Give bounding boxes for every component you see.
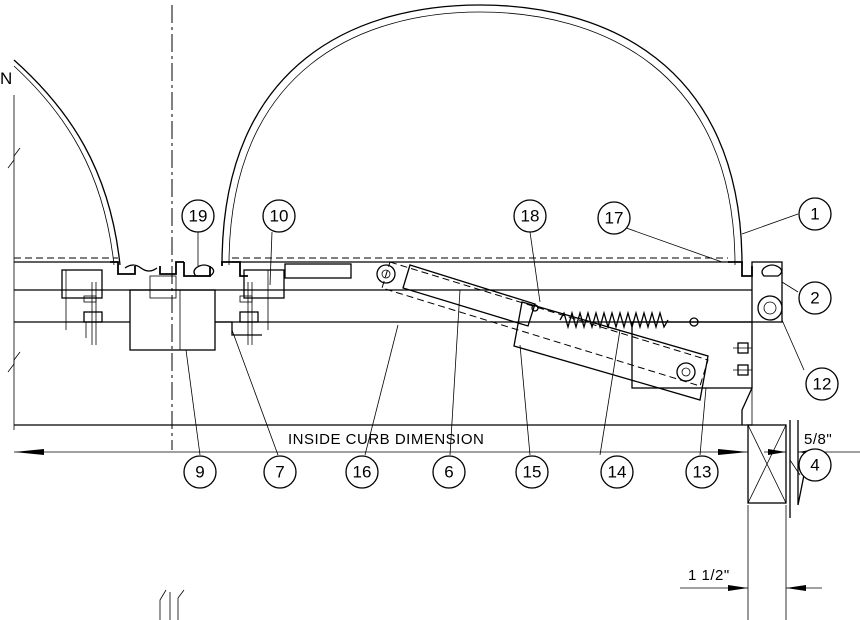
- bracket-15: [513, 301, 709, 401]
- gutter-box: [129, 289, 216, 351]
- callout-18: 18: [513, 199, 547, 233]
- left-gasket: [124, 264, 158, 272]
- gasket-19: [193, 264, 215, 277]
- svg-text:9: 9: [195, 463, 204, 482]
- main-dome-inner: [228, 11, 736, 266]
- callout-19: 19: [181, 199, 215, 233]
- callout-1: 1: [798, 197, 832, 231]
- gasket-2: [761, 264, 783, 277]
- section-cut-mark: [159, 589, 185, 620]
- right-channel-end: [728, 261, 753, 277]
- svg-text:13: 13: [693, 463, 712, 482]
- spring-14: [559, 310, 669, 330]
- inside-curb-label: INSIDE CURB DIMENSION: [288, 431, 484, 448]
- svg-text:12: 12: [813, 375, 832, 394]
- left-channel: [110, 261, 184, 275]
- callout-10: 10: [262, 199, 296, 233]
- main-dome: [221, 4, 743, 266]
- dimension-curb: [680, 585, 822, 591]
- svg-text:1: 1: [810, 205, 819, 224]
- gas-strut: [376, 261, 709, 387]
- callout-14: 14: [600, 455, 634, 489]
- right-bolt-assembly: [239, 269, 285, 345]
- svg-text:4: 4: [810, 456, 819, 475]
- svg-text:10: 10: [270, 207, 289, 226]
- break-mark-lower: [7, 351, 21, 373]
- bracket-pin: [531, 304, 539, 312]
- callout-4: 4: [798, 448, 832, 482]
- callout-16: 16: [345, 455, 379, 489]
- break-mark-upper: [7, 147, 21, 169]
- leader-lines: [185, 213, 805, 476]
- svg-text:19: 19: [189, 207, 208, 226]
- gutter-inner: [149, 275, 177, 299]
- svg-text:2: 2: [810, 289, 819, 308]
- wood-nailer: [747, 424, 787, 504]
- flange-label: 5/8": [804, 431, 832, 448]
- left-bolt-assembly: [61, 269, 103, 345]
- callout-13: 13: [685, 455, 719, 489]
- edge-label: N: [0, 69, 12, 88]
- callout-9: 9: [183, 455, 217, 489]
- svg-text:16: 16: [353, 463, 372, 482]
- hinge-block: [751, 261, 783, 323]
- callout-2: 2: [798, 281, 832, 315]
- left-dome: [13, 59, 121, 266]
- hinge-pin-inner: [763, 301, 777, 315]
- svg-text:18: 18: [521, 207, 540, 226]
- dimension-inside-curb: [14, 449, 749, 620]
- curb-label: 1 1/2": [688, 567, 730, 584]
- cover-panel: [284, 263, 352, 279]
- hinge-pin-12: [757, 295, 783, 321]
- callout-6: 6: [432, 455, 466, 489]
- right-channel: [183, 261, 248, 277]
- svg-text:17: 17: [605, 209, 624, 228]
- curb-flange: [741, 387, 753, 425]
- callout-7: 7: [263, 455, 297, 489]
- svg-text:15: 15: [523, 463, 542, 482]
- svg-text:6: 6: [444, 463, 453, 482]
- svg-text:7: 7: [275, 463, 284, 482]
- angle-7: [215, 321, 262, 336]
- callout-17: 17: [597, 201, 631, 235]
- left-dome-inner: [13, 65, 115, 266]
- bracket-bolts: [733, 342, 752, 376]
- svg-text:14: 14: [608, 463, 627, 482]
- callout-15: 15: [515, 455, 549, 489]
- callout-12: 12: [805, 367, 839, 401]
